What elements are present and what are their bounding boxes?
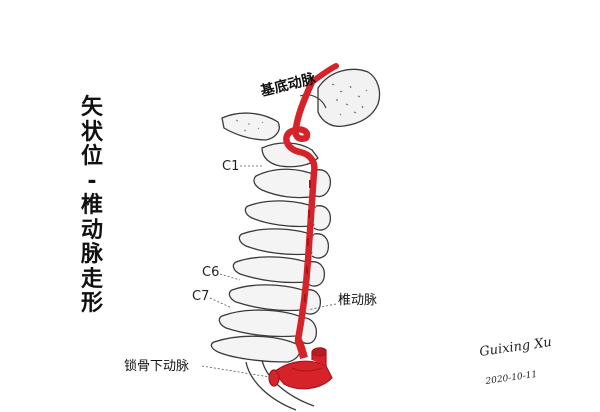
c6-label: C6 xyxy=(202,265,219,280)
title-char: 椎 xyxy=(80,193,103,218)
signature-name: Guixing Xu xyxy=(478,335,552,360)
title-char: 走 xyxy=(80,266,103,292)
signature: Guixing Xu 2020-10-11 xyxy=(478,335,552,387)
diagram-title: 矢 状 位 - 椎 动 脉 走 形 xyxy=(78,95,106,317)
signature-date: 2020-10-11 xyxy=(484,370,538,387)
cervical-vertebrae xyxy=(210,142,332,411)
first-rib xyxy=(261,359,315,407)
c7-leader xyxy=(209,297,233,309)
atlas-posterior xyxy=(221,112,280,141)
vertebra-c6 xyxy=(228,284,311,312)
c6-leader xyxy=(219,273,241,281)
occipital-bone xyxy=(299,68,381,128)
vertebra-t1 xyxy=(210,335,302,363)
title-char: - xyxy=(87,168,97,194)
c1-label: C1 xyxy=(222,159,239,174)
title-char: 状 xyxy=(80,119,103,145)
vertebral-artery-label: 椎动脉 xyxy=(338,293,377,308)
title-char: 矢 xyxy=(80,95,103,120)
title-char: 脉 xyxy=(80,242,103,267)
title-char: 动 xyxy=(80,217,103,243)
subclavian-artery xyxy=(268,338,333,390)
subclavian-artery-label: 锁骨下动脉 xyxy=(124,358,189,374)
vertebral-artery xyxy=(283,63,339,344)
title-char: 位 xyxy=(80,144,103,169)
c7-label: C7 xyxy=(192,289,209,304)
title-char: 形 xyxy=(80,291,103,316)
subclavian-artery-leader xyxy=(201,365,277,379)
vertebra-c7 xyxy=(218,309,307,338)
vertebra-c5 xyxy=(232,256,315,284)
